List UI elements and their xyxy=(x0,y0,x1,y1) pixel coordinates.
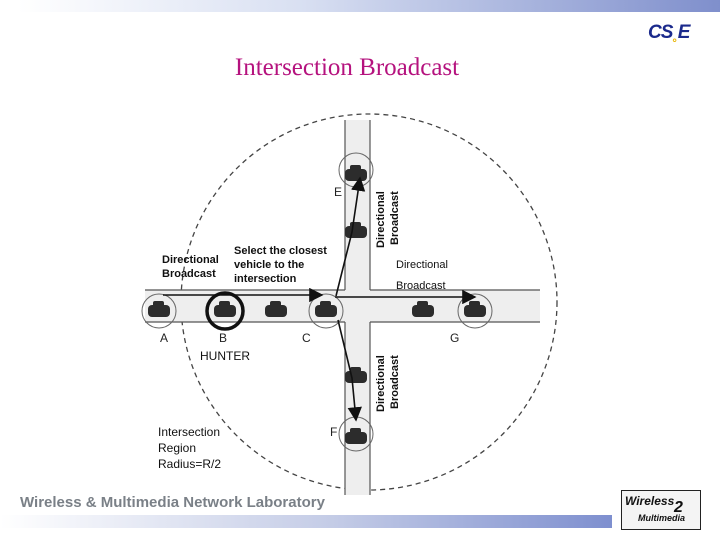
label-select-3: intersection xyxy=(234,273,297,285)
node-circle-b-hunter xyxy=(205,291,245,331)
footer-lab-name: Wireless & Multimedia Network Laboratory xyxy=(20,494,325,511)
lab-logo-line1: Wireless xyxy=(625,494,675,508)
broadcast-arrow-down xyxy=(337,319,362,422)
car-icon-c xyxy=(315,301,337,317)
label-region-2: Region xyxy=(158,441,196,455)
label-directional-right-1: Directional xyxy=(396,259,448,271)
label-directional-down-1: Directional xyxy=(375,355,387,412)
cs-ie-logo: CS˳E xyxy=(648,22,691,44)
node-label-e: E xyxy=(334,185,342,199)
label-select-1: Select the closest xyxy=(234,245,327,257)
logo-bolt-icon: ˳ xyxy=(672,22,678,43)
label-directional-left-1: Directional xyxy=(162,254,219,266)
node-label-f: F xyxy=(330,425,337,439)
lab-logo-mark: 2 xyxy=(674,499,683,516)
car-icon-mid xyxy=(265,301,287,317)
broadcast-range-circle xyxy=(180,113,558,491)
node-label-a: A xyxy=(160,331,168,345)
node-label-c: C xyxy=(302,331,311,345)
car-icon-a xyxy=(148,301,170,317)
label-directional-up-1: Directional xyxy=(375,191,387,248)
label-directional-left-2: Broadcast xyxy=(162,268,216,280)
node-circle-a xyxy=(141,293,177,329)
car-icon-f xyxy=(345,428,367,444)
label-select-2: vehicle to the xyxy=(234,259,304,271)
bottom-decoration-bar xyxy=(0,515,612,528)
logo-text-e: E xyxy=(677,22,691,43)
node-label-g: G xyxy=(450,331,459,345)
node-label-b: B xyxy=(219,331,227,345)
label-directional-right-2: Broadcast xyxy=(396,280,446,292)
label-hunter: HUNTER xyxy=(200,349,250,363)
logo-text-cs: CS xyxy=(648,22,673,43)
node-circle-c xyxy=(308,293,344,329)
slide-title: Intersection Broadcast xyxy=(234,54,460,81)
wireless-multimedia-logo: Wireless 2 Multimedia xyxy=(621,490,701,530)
top-decoration-bar xyxy=(18,0,720,12)
label-region-3: Radius=R/2 xyxy=(158,457,221,471)
label-directional-down-2: Broadcast xyxy=(389,355,401,409)
label-region-1: Intersection xyxy=(158,425,220,439)
car-icon-b xyxy=(214,301,236,317)
car-icon-right xyxy=(412,301,434,317)
broadcast-arrow-up xyxy=(335,176,366,297)
lab-logo-line2: Multimedia xyxy=(638,513,686,523)
label-directional-up-2: Broadcast xyxy=(389,191,401,245)
